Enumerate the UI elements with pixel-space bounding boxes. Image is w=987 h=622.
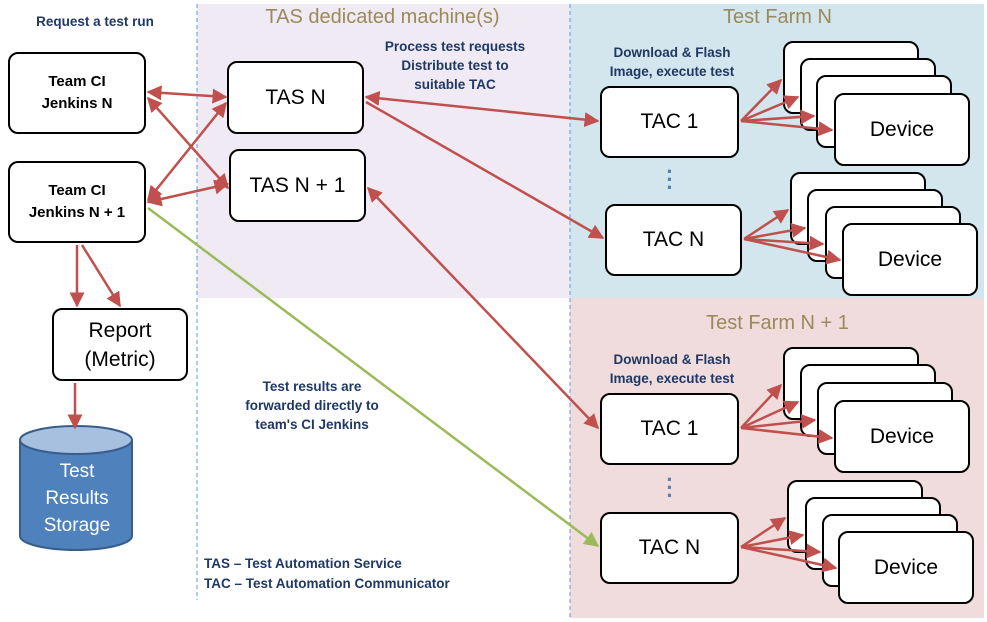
jenkins-n-line1: Team CI — [48, 73, 106, 90]
storage-line3: Storage — [43, 515, 111, 536]
process-note-line2: Distribute test to — [401, 58, 509, 73]
flash-note-n1: Download & Flash Image, execute test — [592, 350, 752, 388]
tac-1-farm-n1: TAC 1 — [600, 393, 739, 465]
arrow-jenkins-n-tas-n1 — [147, 96, 229, 190]
arrow-tas-n-tac1 — [364, 90, 600, 128]
flash-note-n1-line2: Image, execute test — [609, 371, 735, 386]
jenkins-n1-line1: Team CI — [48, 182, 106, 199]
arrow-tas-n1-tac1-farm-n1 — [366, 186, 600, 430]
jenkins-n1-box: Team CI Jenkins N + 1 — [8, 161, 146, 243]
flash-note-n1-line1: Download & Flash — [613, 352, 731, 367]
flash-note-n-line2: Image, execute test — [609, 64, 735, 79]
device-card-front: Device — [834, 400, 970, 473]
farm-n1-title: Test Farm N + 1 — [706, 312, 849, 334]
report-line2: (Metric) — [84, 347, 156, 371]
tas-n-box: TAS N — [227, 61, 364, 134]
arrow-jenkins-n1-tas-n1 — [146, 179, 230, 207]
arrow-jenkins-report-b — [80, 244, 122, 308]
device-card-front: Device — [842, 223, 978, 296]
tac-1-farm-n: TAC 1 — [600, 86, 739, 158]
jenkins-n-box: Team CI Jenkins N — [8, 52, 146, 134]
device-card-front: Device — [838, 531, 974, 604]
results-note-line1: Test results are — [262, 379, 362, 394]
device-card-front: Device — [834, 93, 970, 166]
legend: TAS – Test Automation Service TAC – Test… — [204, 554, 534, 594]
flash-note-n: Download & Flash Image, execute test — [592, 43, 752, 81]
tac-n-farm-n: TAC N — [605, 204, 742, 276]
tac-n-farm-n1: TAC N — [600, 512, 739, 584]
request-label: Request a test run — [36, 14, 154, 29]
ellipsis-dots-farm-n: ··· — [666, 159, 674, 200]
tas-n1-box: TAS N + 1 — [229, 149, 366, 222]
report-line1: Report — [88, 318, 152, 342]
jenkins-n-line2: Jenkins N — [41, 95, 113, 112]
arrow-results-to-jenkins — [147, 207, 600, 547]
flash-note-n-line1: Download & Flash — [613, 45, 731, 60]
storage-line2: Results — [45, 488, 109, 509]
storage-label: Test Results Storage — [20, 458, 134, 539]
legend-tac: TAC – Test Automation Communicator — [204, 576, 450, 591]
storage-line1: Test — [59, 461, 95, 482]
report-box: Report (Metric) — [52, 308, 188, 381]
results-note-line3: team's CI Jenkins — [255, 417, 369, 432]
results-note-line2: forwarded directly to — [245, 398, 379, 413]
process-note-line3: suitable TAC — [414, 77, 496, 92]
arrow-tas-n-tacn — [365, 100, 605, 240]
ellipsis-dots-farm-n1: ··· — [666, 467, 674, 508]
arrow-jenkins-n-tas-n — [146, 85, 228, 104]
storage-cylinder — [19, 425, 133, 551]
jenkins-n1-line2: Jenkins N + 1 — [28, 204, 126, 221]
legend-tas: TAS – Test Automation Service — [204, 556, 402, 571]
results-note: Test results are forwarded directly to t… — [222, 377, 402, 434]
arrow-jenkins-n1-tas-n — [147, 101, 227, 202]
process-note: Process test requests Distribute test to… — [360, 37, 550, 94]
farm-n-title: Test Farm N — [723, 6, 832, 28]
tas-region-title: TAS dedicated machine(s) — [265, 6, 500, 28]
process-note-line1: Process test requests — [384, 39, 526, 54]
